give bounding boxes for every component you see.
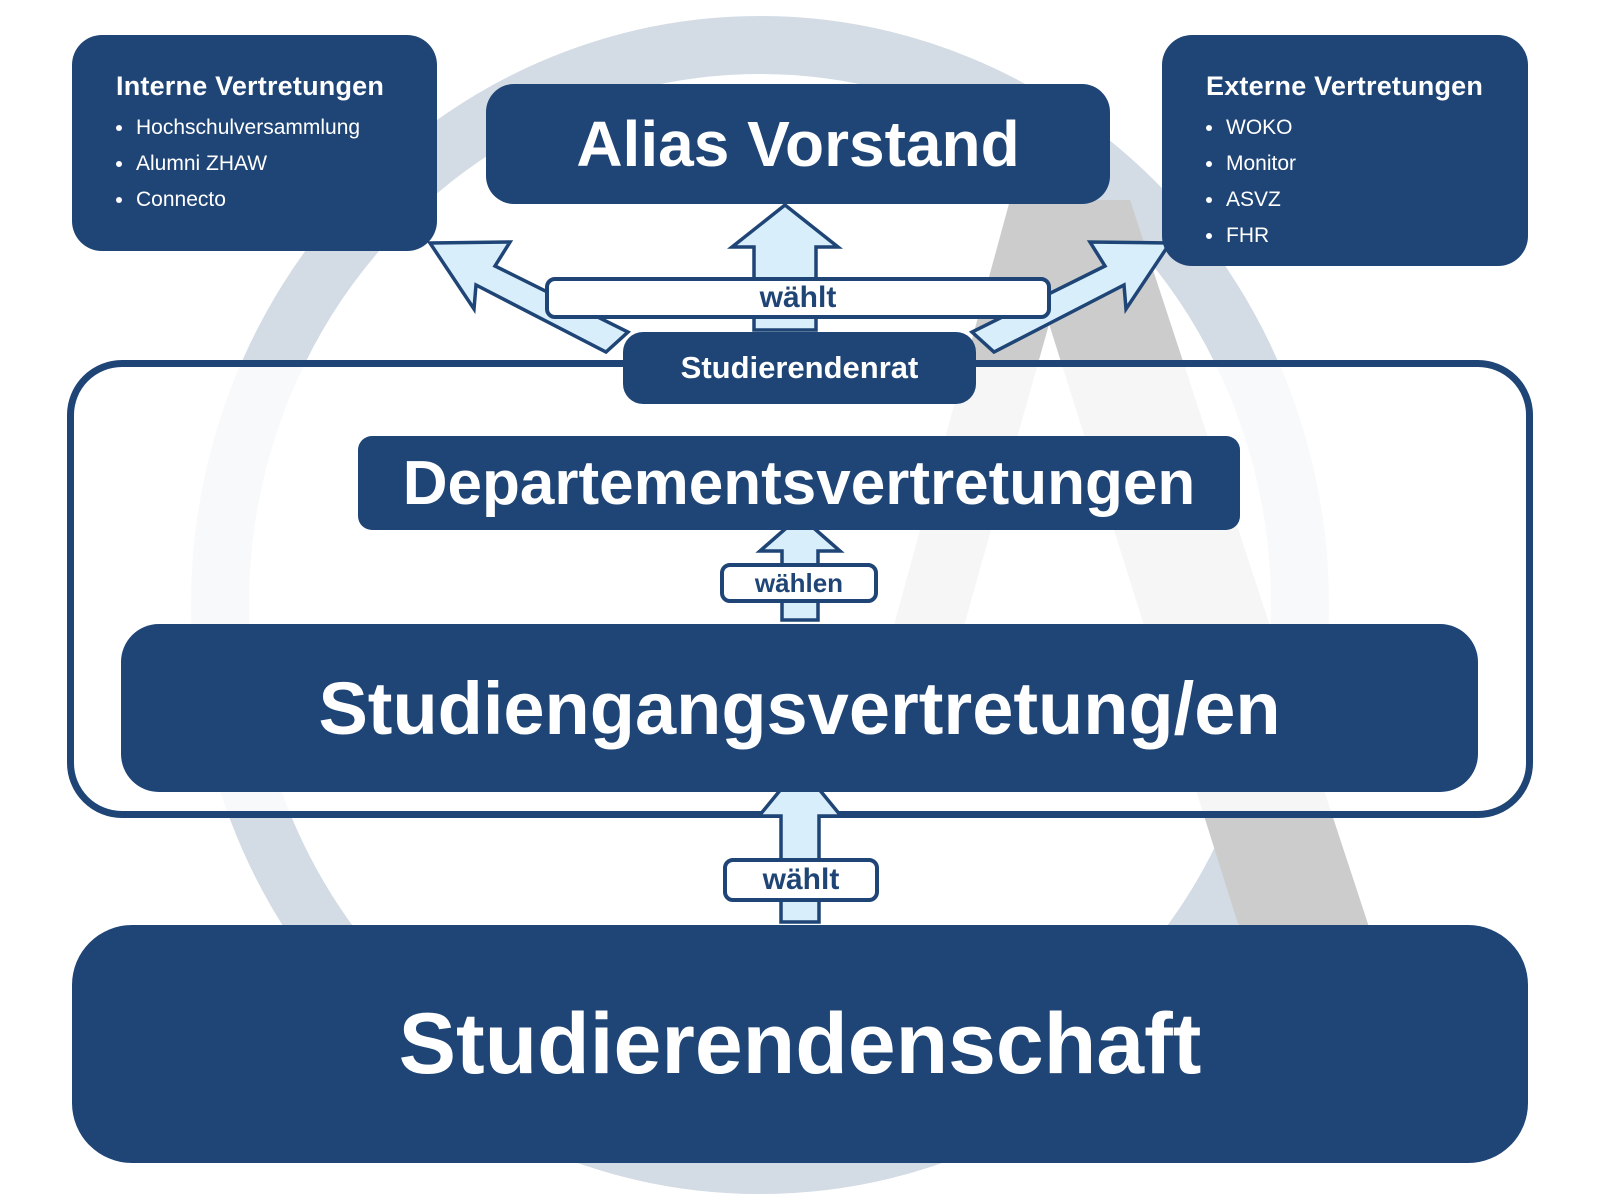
external-item: Monitor	[1206, 146, 1528, 182]
external-list: WOKO Monitor ASVZ FHR	[1206, 110, 1528, 254]
studierendenschaft-box: Studierendenschaft	[72, 925, 1528, 1163]
departementsvertretungen-box: Departementsvertretungen	[358, 436, 1240, 530]
external-item: ASVZ	[1206, 182, 1528, 218]
studierendenrat-box: Studierendenrat	[623, 332, 976, 404]
external-title: Externe Vertretungen	[1206, 71, 1484, 101]
bullet-icon	[116, 161, 122, 167]
arrow-to-extern	[968, 240, 1174, 355]
bullet-icon	[1206, 233, 1212, 239]
studiengangsvertretung-label: Studiengangsvertretung/en	[318, 666, 1281, 750]
internal-representations-box: Interne Vertretungen Hochschulversammlun…	[72, 35, 437, 251]
alias-vorstand-label: Alias Vorstand	[576, 108, 1020, 180]
internal-item: Hochschulversammlung	[116, 110, 437, 146]
internal-item: Connecto	[116, 182, 437, 218]
internal-title: Interne Vertretungen	[116, 71, 385, 101]
bullet-icon	[1206, 161, 1212, 167]
bullet-icon	[116, 125, 122, 131]
bullet-icon	[1206, 197, 1212, 203]
external-representations-box: Externe Vertretungen WOKO Monitor ASVZ F…	[1162, 35, 1528, 266]
studiengangsvertretung-box: Studiengangsvertretung/en	[121, 624, 1478, 792]
departementsvertretungen-label: Departementsvertretungen	[402, 448, 1196, 518]
alias-vorstand-box: Alias Vorstand	[486, 84, 1110, 204]
studierendenschaft-label: Studierendenschaft	[398, 995, 1202, 1092]
external-item: WOKO	[1206, 110, 1528, 146]
external-item: FHR	[1206, 218, 1528, 254]
bullet-icon	[1206, 125, 1212, 131]
label-waehlt-top: wählt	[545, 277, 1051, 319]
bullet-icon	[116, 197, 122, 203]
arrow-to-intern	[426, 240, 632, 355]
label-waehlt-bottom: wählt	[723, 858, 879, 902]
internal-list: Hochschulversammlung Alumni ZHAW Connect…	[116, 110, 437, 218]
studierendenrat-label: Studierendenrat	[680, 350, 919, 385]
arrow-to-studiengang	[755, 763, 845, 924]
label-waehlen: wählen	[720, 563, 878, 603]
internal-item: Alumni ZHAW	[116, 146, 437, 182]
